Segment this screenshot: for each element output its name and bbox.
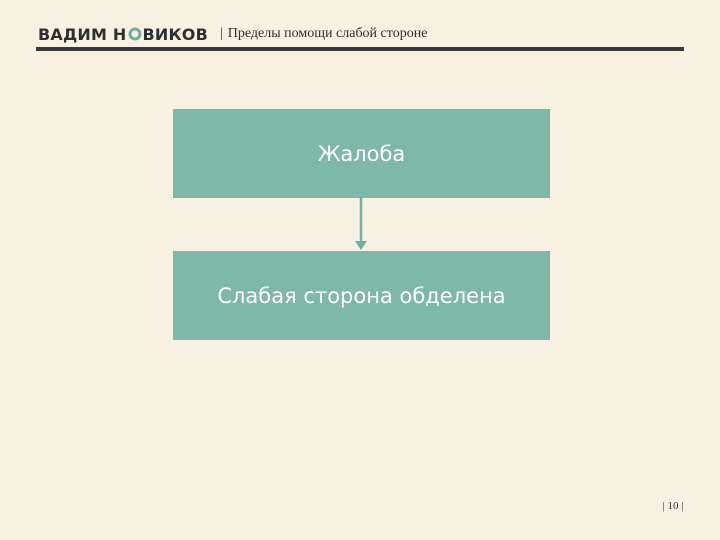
header-rule [36,47,684,51]
logo: ВАДИМ Н ВИКОВ [38,25,208,44]
node-complaint: Жалоба [173,109,550,198]
page-title: Пределы помощи слабой стороне [227,26,428,41]
header-separator: | [219,26,223,41]
logo-text-left: ВАДИМ Н [38,24,127,44]
page-number: | 10 | [662,500,684,512]
node-complaint-label: Жалоба [317,141,406,166]
node-weak-side-deprived: Слабая сторона обделена [173,251,550,340]
logo-text-right: ВИКОВ [142,24,208,44]
arrow-connector [355,197,367,250]
logo-o-ring-icon [128,27,142,41]
header: ВАДИМ Н ВИКОВ | Пределы помощи слабой ст… [38,22,427,46]
node-weak-side-deprived-label: Слабая сторона обделена [217,283,506,308]
